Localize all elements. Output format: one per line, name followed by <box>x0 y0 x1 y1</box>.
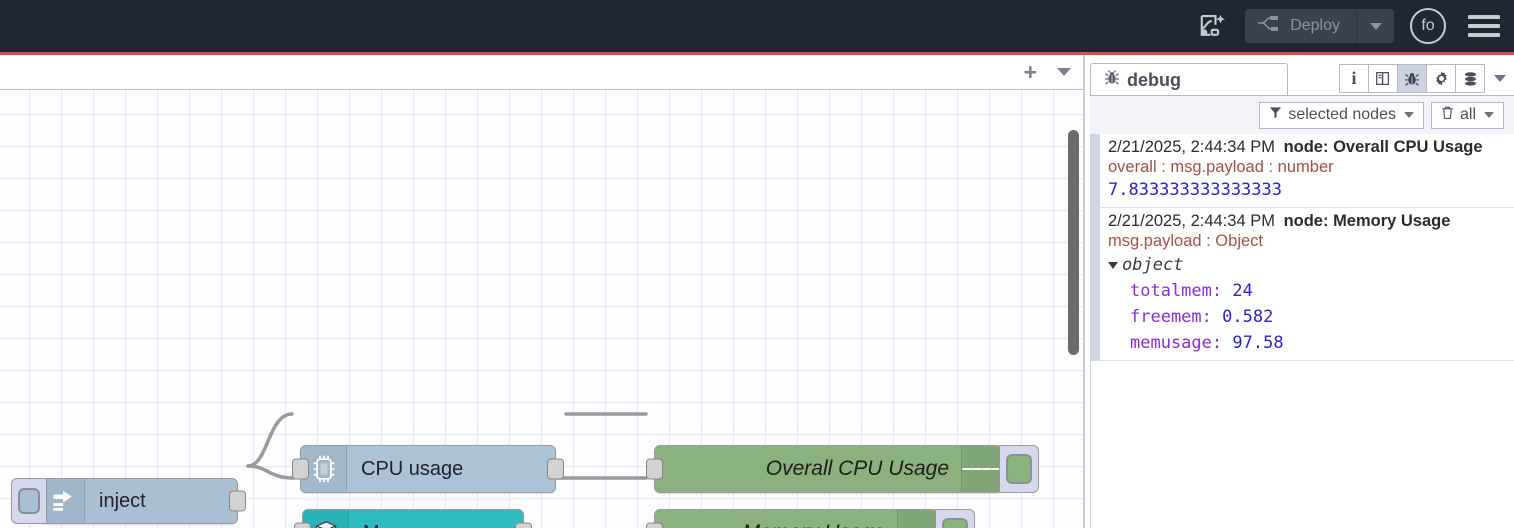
info-icon[interactable]: i <box>1339 64 1369 93</box>
chevron-down-icon[interactable] <box>1494 75 1506 82</box>
node-label: inject <box>99 489 146 512</box>
debug-toggle-knob <box>1006 454 1032 484</box>
node-debug-overall-cpu-usage[interactable]: Overall CPU Usage <box>646 445 1039 493</box>
inject-trigger-knob <box>18 488 40 514</box>
context-data-icon[interactable] <box>1455 64 1485 93</box>
debug-enable-toggle[interactable] <box>935 509 975 528</box>
tab-debug[interactable]: debug <box>1090 63 1288 96</box>
avatar[interactable]: fo <box>1410 8 1446 44</box>
object-expand-toggle[interactable]: object <box>1108 255 1508 275</box>
node-memory[interactable]: Memory <box>294 509 532 528</box>
flow-magic-icon[interactable] <box>1191 9 1235 43</box>
panel-divider[interactable] <box>1083 55 1085 528</box>
deploy-button-group[interactable]: Deploy <box>1245 9 1394 43</box>
debug-message-topic: overall : msg.payload : number <box>1108 158 1334 176</box>
debug-source-node: node: Overall CPU Usage <box>1283 138 1483 156</box>
node-label: CPU usage <box>361 457 464 480</box>
server-box-icon <box>303 510 349 528</box>
debug-bug-icon[interactable] <box>1397 64 1427 93</box>
node-cpu-usage[interactable]: CPU usage <box>292 445 564 493</box>
config-gear-icon[interactable] <box>1426 64 1456 93</box>
debug-message-list[interactable]: 2/21/2025, 2:44:34 PM node: Overall CPU … <box>1090 134 1514 528</box>
clear-messages-label: all <box>1459 106 1476 123</box>
node-inject[interactable]: inject <box>11 478 246 524</box>
object-property-value: 24 <box>1232 281 1253 301</box>
tab-label: debug <box>1127 69 1181 90</box>
node-output-port[interactable] <box>547 458 564 480</box>
debug-timestamp: 2/21/2025, 2:44:34 PM <box>1108 138 1275 156</box>
sidebar-panel: debug i <box>1090 55 1514 528</box>
node-input-port[interactable] <box>292 458 309 480</box>
object-property-row: totalmem: 24 <box>1108 281 1508 301</box>
add-flow-button[interactable]: + <box>1023 58 1037 85</box>
flow-canvas[interactable]: inject CPU usage <box>0 90 1085 528</box>
debug-lines-icon <box>897 510 937 528</box>
sidebar-tab-underline <box>1090 95 1514 96</box>
node-input-port[interactable] <box>294 522 311 528</box>
debug-toggle-knob <box>942 518 968 528</box>
object-property-key: memusage: <box>1130 333 1223 353</box>
debug-message-value: 7.833333333333333 <box>1108 180 1282 200</box>
object-property-value: 0.582 <box>1222 307 1274 327</box>
node-input-port[interactable] <box>646 458 663 480</box>
node-output-port[interactable] <box>229 490 246 512</box>
debug-enable-toggle[interactable] <box>999 445 1039 493</box>
debug-message-header: 2/21/2025, 2:44:34 PM node: Overall CPU … <box>1108 138 1508 157</box>
object-label: object <box>1122 255 1184 275</box>
object-property-row: freemem: 0.582 <box>1108 307 1508 327</box>
debug-message-topic: msg.payload : Object <box>1108 232 1263 250</box>
deploy-label: Deploy <box>1290 17 1340 34</box>
deploy-options-button[interactable] <box>1356 9 1394 43</box>
triangle-down-icon <box>1108 261 1118 269</box>
filter-nodes-button[interactable]: selected nodes <box>1259 101 1424 129</box>
filter-nodes-label: selected nodes <box>1288 106 1396 123</box>
object-property-key: totalmem: <box>1130 281 1223 301</box>
node-output-port[interactable] <box>515 522 532 528</box>
funnel-icon <box>1269 106 1282 124</box>
chevron-down-icon <box>1403 112 1414 118</box>
debug-message[interactable]: 2/21/2025, 2:44:34 PM node: Overall CPU … <box>1091 134 1514 208</box>
debug-source-node: node: Memory Usage <box>1283 212 1451 230</box>
node-input-port[interactable] <box>646 522 663 528</box>
debug-message-header: 2/21/2025, 2:44:34 PM node: Memory Usage <box>1108 212 1508 231</box>
node-label: Memory <box>349 522 523 528</box>
trash-icon <box>1441 106 1454 125</box>
flow-tab-bar: + <box>0 55 1085 90</box>
debug-filter-toolbar: selected nodes all <box>1090 96 1514 134</box>
object-property-key: freemem: <box>1130 307 1212 327</box>
hamburger-menu-icon[interactable] <box>1468 15 1500 37</box>
object-property-value: 97.58 <box>1232 333 1284 353</box>
top-header-bar: Deploy fo <box>0 0 1514 52</box>
node-label: Overall CPU Usage <box>765 457 949 480</box>
chevron-down-icon[interactable] <box>1057 68 1071 76</box>
help-book-icon[interactable] <box>1368 64 1398 93</box>
deploy-button[interactable]: Deploy <box>1245 9 1356 43</box>
canvas-vertical-scrollbar[interactable] <box>1068 130 1079 355</box>
header-accent-line <box>0 52 1514 55</box>
debug-timestamp: 2/21/2025, 2:44:34 PM <box>1108 212 1275 230</box>
flow-workspace: + inject <box>0 55 1085 528</box>
object-property-row: memusage: 97.58 <box>1108 333 1508 353</box>
bug-icon <box>1103 69 1121 92</box>
deploy-nodes-icon <box>1257 15 1281 37</box>
chevron-down-icon <box>1369 22 1382 30</box>
sidebar-tool-buttons: i <box>1339 64 1506 93</box>
chevron-down-icon <box>1484 112 1494 118</box>
debug-lines-icon <box>961 446 1001 492</box>
inject-trigger-button[interactable] <box>11 478 47 524</box>
clear-messages-button[interactable]: all <box>1430 101 1504 129</box>
node-debug-memory-usage[interactable]: Memory Usage <box>646 509 975 528</box>
node-label: Memory Usage <box>655 521 897 528</box>
user-initials: fo <box>1421 17 1435 34</box>
debug-message[interactable]: 2/21/2025, 2:44:34 PM node: Memory Usage… <box>1091 208 1514 361</box>
sidebar-tab-row: debug i <box>1090 60 1514 96</box>
